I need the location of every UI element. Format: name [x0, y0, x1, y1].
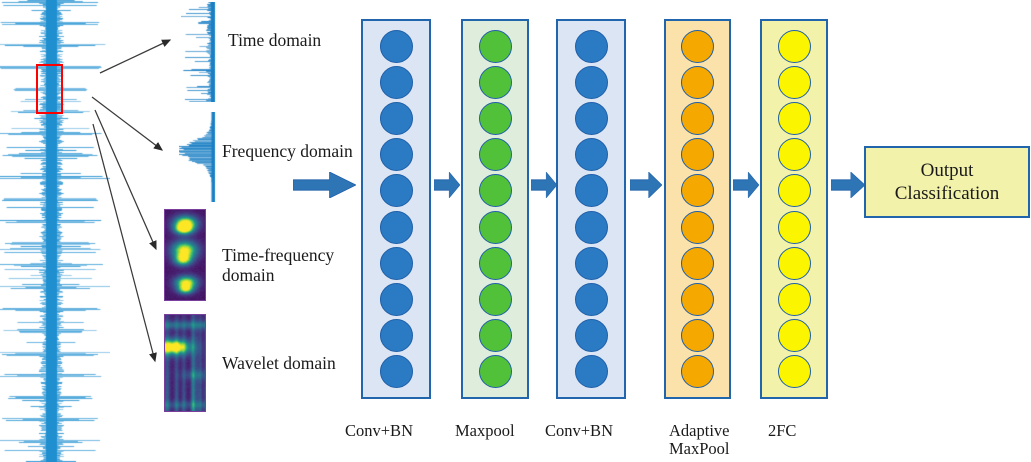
neuron [681, 30, 714, 63]
neuron [574, 102, 608, 136]
neuron [478, 102, 512, 136]
neuron [681, 354, 714, 388]
neuron [777, 282, 811, 316]
neuron [574, 354, 608, 388]
neuron [379, 66, 413, 100]
layer-caption-conv_bn_2: Conv+BN [545, 421, 613, 440]
neuron [777, 102, 811, 136]
neuron [777, 138, 811, 172]
layer-column-adaptive_maxpool [664, 19, 731, 399]
layer-column-conv_bn_2 [556, 19, 626, 399]
layer-caption-adaptive_maxpool: Adaptive MaxPool [669, 421, 730, 459]
neuron [681, 318, 714, 352]
neuron [574, 210, 608, 244]
layer-column-conv_bn_1 [361, 19, 431, 399]
layer-caption-conv_bn_1: Conv+BN [345, 421, 413, 440]
time-frequency-domain-label: Time-frequency domain [222, 245, 335, 286]
neuron [478, 282, 512, 316]
neuron [478, 30, 512, 63]
neuron [478, 138, 512, 172]
neuron [681, 174, 714, 208]
arrow-adaptive-to-fc [733, 172, 759, 198]
signal-roi-rectangle [36, 64, 63, 114]
neuron [379, 282, 413, 316]
wavelet-scalogram [164, 314, 206, 412]
neuron [478, 210, 512, 244]
neuron [379, 246, 413, 280]
raw-signal-waveform [0, 0, 110, 462]
layer-column-fc [760, 19, 828, 399]
neuron [379, 30, 413, 63]
neuron [777, 318, 811, 352]
time-frequency-spectrogram [164, 209, 206, 301]
layer-column-maxpool [461, 19, 529, 399]
frequency-domain-plot [179, 112, 217, 202]
neuron [777, 354, 811, 388]
neuron [681, 66, 714, 100]
neuron [681, 138, 714, 172]
layer-caption-fc: 2FC [768, 421, 797, 440]
neuron [478, 174, 512, 208]
layer-caption-maxpool: Maxpool [455, 421, 515, 440]
neuron [574, 174, 608, 208]
wavelet-domain-label: Wavelet domain [222, 353, 336, 373]
time-domain-label: Time domain [228, 30, 322, 50]
neuron [574, 66, 608, 100]
neuron [478, 354, 512, 388]
neuron [478, 318, 512, 352]
arrow-conv2-to-adaptive [630, 172, 662, 198]
neuron [777, 66, 811, 100]
output-classification-box: Output Classification [864, 146, 1030, 218]
arrow-maxpool-to-conv2 [531, 172, 557, 198]
neuron [379, 354, 413, 388]
neuron [681, 282, 714, 316]
neuron [478, 246, 512, 280]
neuron [379, 102, 413, 136]
neuron [574, 282, 608, 316]
output-classification-label: Output Classification [894, 159, 1000, 204]
input-arrow [293, 172, 356, 198]
neuron [379, 210, 413, 244]
neuron [478, 66, 512, 100]
time-domain-plot [181, 2, 217, 102]
neuron [379, 318, 413, 352]
neuron [681, 102, 714, 136]
neuron [777, 30, 811, 63]
neuron [379, 138, 413, 172]
neuron [574, 138, 608, 172]
neuron [574, 246, 608, 280]
neuron [574, 30, 608, 63]
arrow-fc-to-output [831, 172, 865, 198]
neuron [574, 318, 608, 352]
neuron [379, 174, 413, 208]
neuron [681, 210, 714, 244]
neuron [777, 210, 811, 244]
frequency-domain-label: Frequency domain [222, 141, 353, 161]
neuron [681, 246, 714, 280]
neuron [777, 174, 811, 208]
arrow-conv1-to-maxpool [434, 172, 460, 198]
neuron [777, 246, 811, 280]
